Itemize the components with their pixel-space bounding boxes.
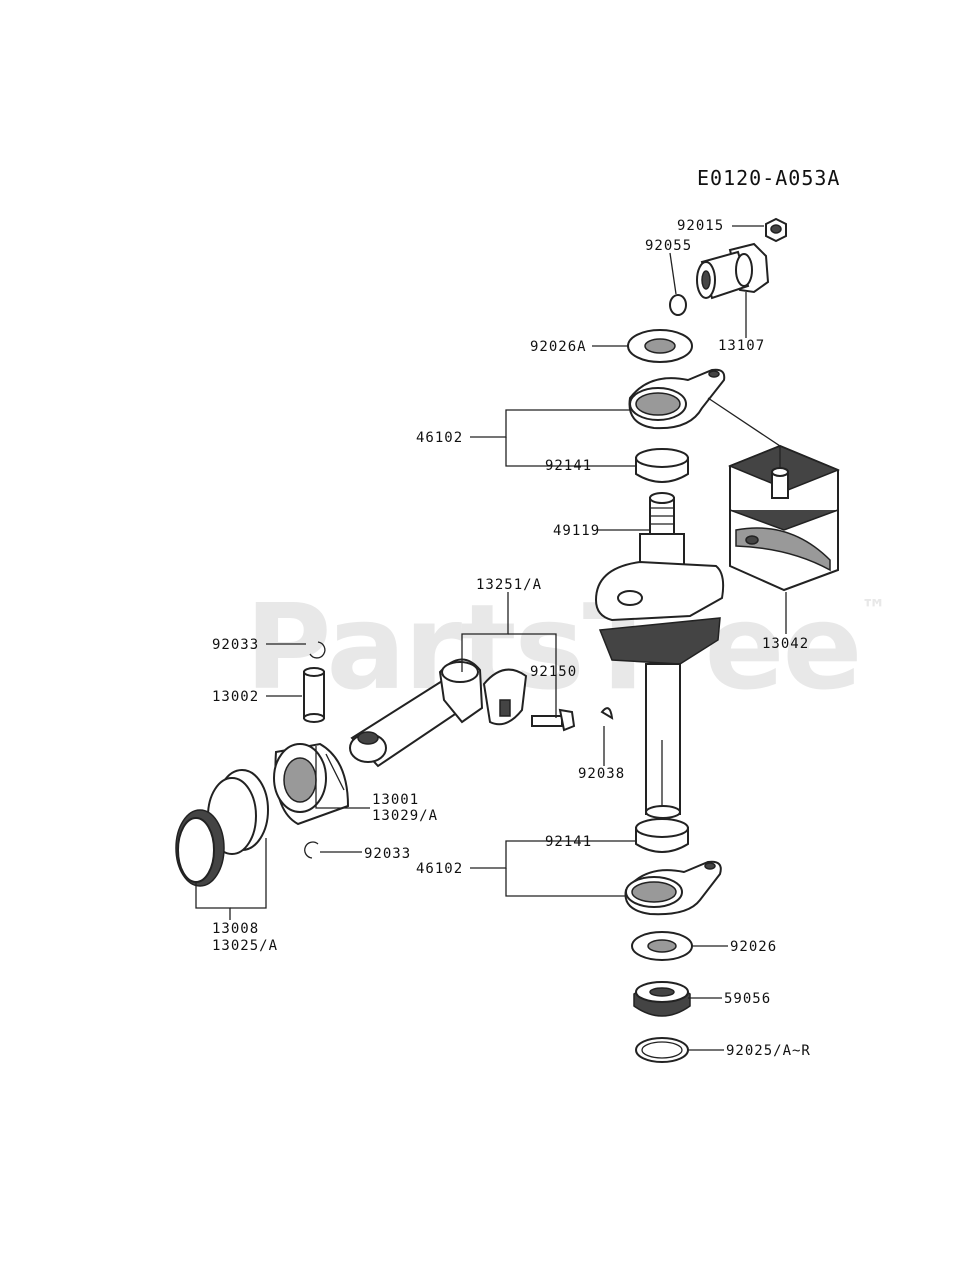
part-92025-shim[interactable] xyxy=(635,1037,689,1063)
label-92015[interactable]: 92015 xyxy=(677,218,725,234)
label-13042[interactable]: 13042 xyxy=(762,636,810,652)
label-92033-top[interactable]: 92033 xyxy=(212,637,260,653)
label-92150[interactable]: 92150 xyxy=(530,664,578,680)
label-46102-bottom[interactable]: 46102 xyxy=(416,861,464,877)
part-92038-key[interactable] xyxy=(600,707,614,720)
label-13001[interactable]: 13001 xyxy=(372,792,420,808)
label-92038[interactable]: 92038 xyxy=(578,766,626,782)
part-92026-washer[interactable] xyxy=(631,931,693,961)
part-13251a-rod-cap[interactable] xyxy=(482,668,528,726)
label-59056[interactable]: 59056 xyxy=(724,991,772,1007)
part-92055-o-ring[interactable] xyxy=(669,294,687,316)
label-13025a[interactable]: 13025/A xyxy=(212,938,279,954)
label-46102-top[interactable]: 46102 xyxy=(416,430,464,446)
part-92026a-washer[interactable] xyxy=(627,329,693,363)
part-92141-top-bushing[interactable] xyxy=(635,448,689,483)
part-92141-bottom-bushing[interactable] xyxy=(635,818,689,853)
part-13042-balancer[interactable] xyxy=(728,444,840,592)
label-13107[interactable]: 13107 xyxy=(718,338,766,354)
label-92055[interactable]: 92055 xyxy=(645,238,693,254)
part-13002-piston-pin[interactable] xyxy=(303,667,325,723)
label-13251a[interactable]: 13251/A xyxy=(476,577,543,593)
part-49119-crankshaft[interactable] xyxy=(594,492,725,819)
label-92141-bottom[interactable]: 92141 xyxy=(545,834,593,850)
watermark: PartsTree™ xyxy=(245,578,887,716)
label-92026[interactable]: 92026 xyxy=(730,939,778,955)
part-13251a-connecting-rod[interactable] xyxy=(349,658,484,768)
part-46102-bottom-plate[interactable] xyxy=(624,860,722,916)
part-59056-gear[interactable] xyxy=(633,981,691,1017)
diagram-code: E0120-A053A xyxy=(697,166,841,190)
part-46102-top-plate[interactable] xyxy=(628,368,726,430)
part-92033-top-clip[interactable] xyxy=(309,641,326,659)
label-13029a[interactable]: 13029/A xyxy=(372,808,439,824)
label-92025-a-r[interactable]: 92025/A~R xyxy=(726,1043,811,1059)
part-13001-piston[interactable] xyxy=(273,742,350,826)
part-92015-nut[interactable] xyxy=(765,217,787,243)
part-92150-bolt[interactable] xyxy=(531,708,576,732)
label-92026a[interactable]: 92026A xyxy=(530,339,587,355)
label-92141-top[interactable]: 92141 xyxy=(545,458,593,474)
part-92033-bottom-clip[interactable] xyxy=(304,841,319,859)
leader-lines xyxy=(195,225,787,1051)
part-13107-housing[interactable] xyxy=(696,242,770,300)
label-13008[interactable]: 13008 xyxy=(212,921,260,937)
label-13002[interactable]: 13002 xyxy=(212,689,260,705)
part-13008-piston-rings[interactable] xyxy=(175,769,269,887)
label-92033-bottom[interactable]: 92033 xyxy=(364,846,412,862)
label-49119[interactable]: 49119 xyxy=(553,523,601,539)
